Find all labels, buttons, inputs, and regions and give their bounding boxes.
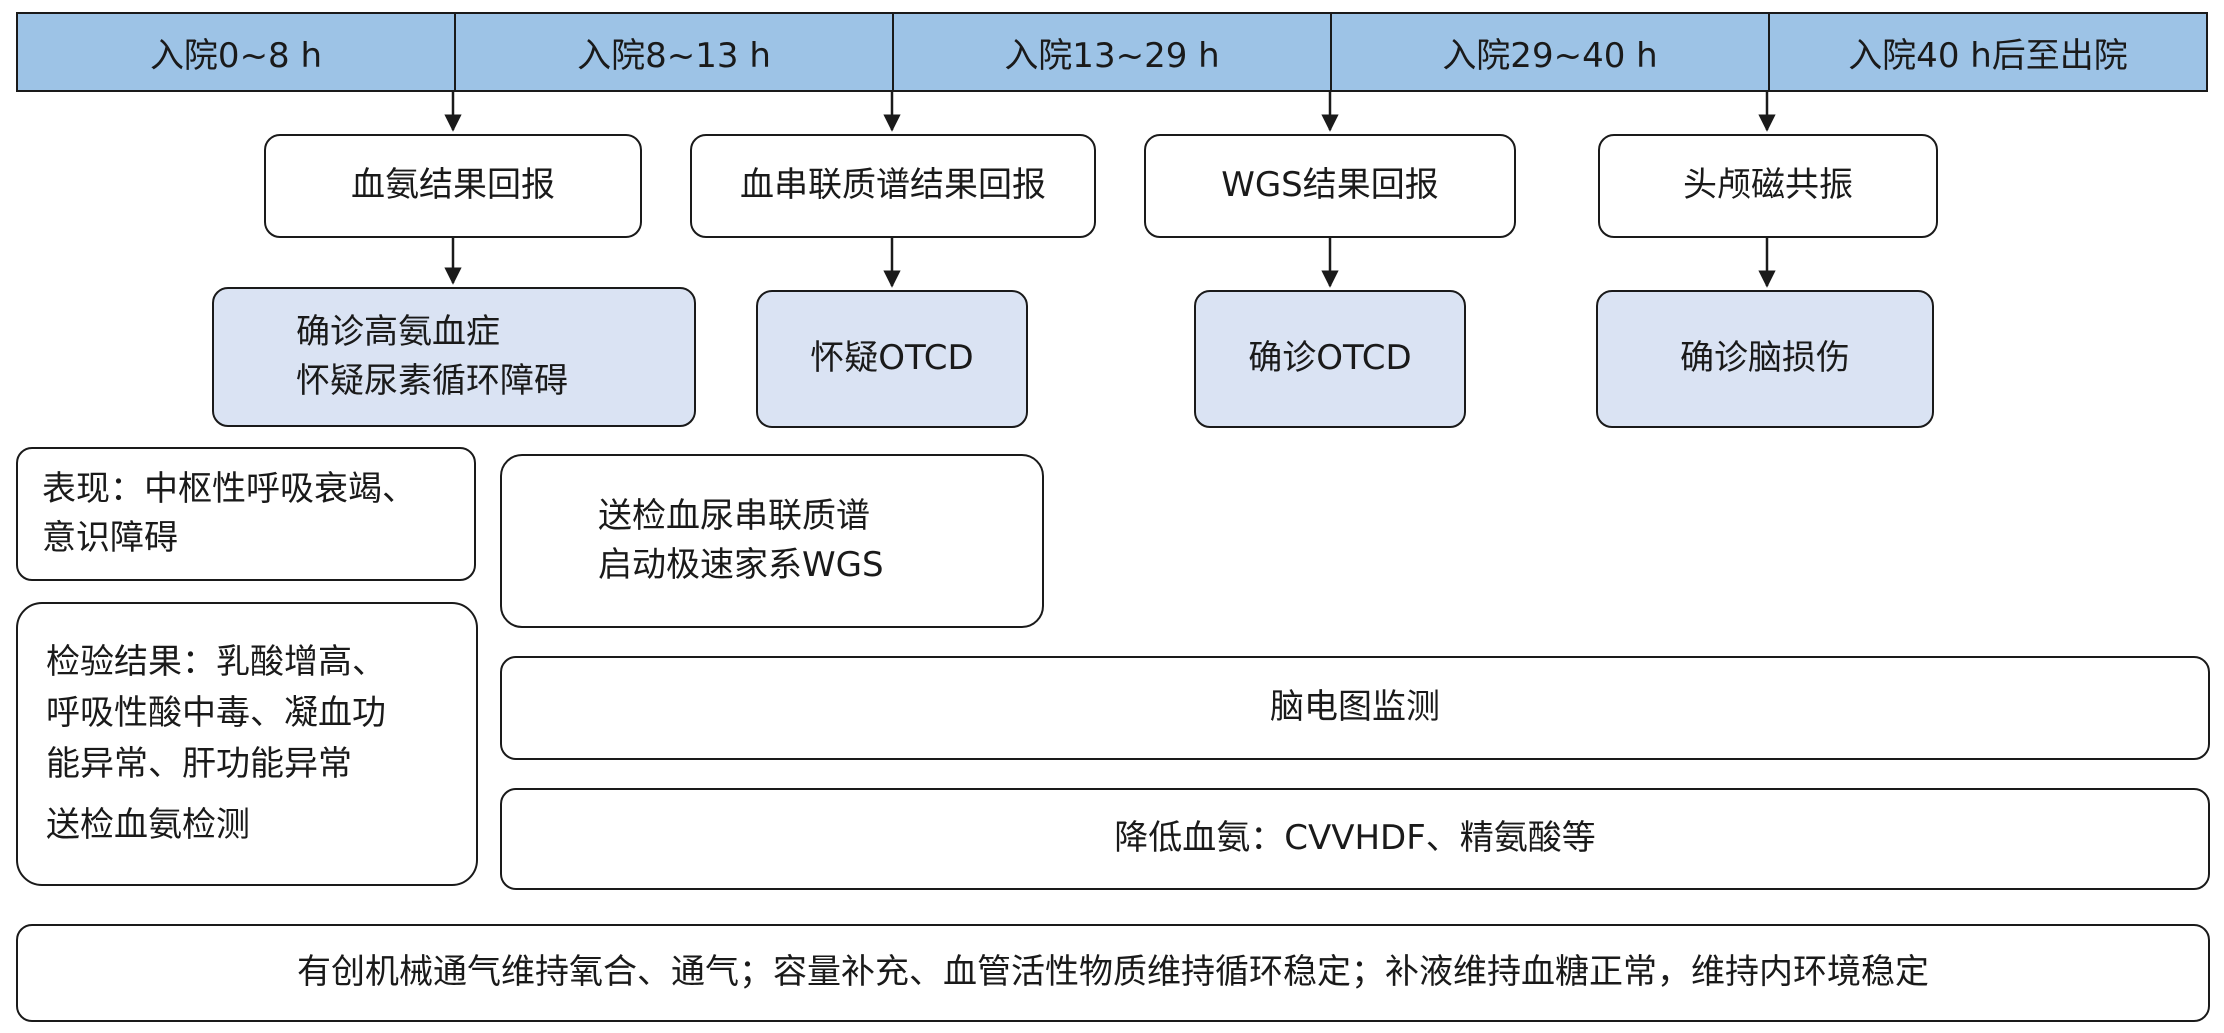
- result-label-tandem-ms: 血串联质谱结果回报: [740, 165, 1046, 206]
- diagnosis-box-brain-injury: 确诊脑损伤: [1596, 290, 1934, 428]
- result-box-head-mri: 头颅磁共振: [1598, 134, 1938, 238]
- result-label-blood-ammonia: 血氨结果回报: [351, 165, 555, 206]
- timeline-header: 入院0~8 h 入院8~13 h 入院13~29 h 入院29~40 h 入院4…: [16, 12, 2208, 92]
- diagnosis-line-hyperammonemia: 确诊高氨血症: [296, 311, 500, 352]
- timeline-cell-29-40h: 入院29~40 h: [1332, 14, 1770, 90]
- tests-sent-box: 送检血尿串联质谱 启动极速家系WGS: [500, 454, 1044, 628]
- result-label-head-mri: 头颅磁共振: [1683, 165, 1853, 206]
- eeg-monitoring-label: 脑电图监测: [1270, 687, 1440, 728]
- timeline-cell-13-29h: 入院13~29 h: [894, 14, 1332, 90]
- lab-line-1: 检验结果：乳酸增高、: [46, 642, 386, 682]
- diagnosis-label-brain-injury: 确诊脑损伤: [1680, 338, 1850, 379]
- lab-line-3: 能异常、肝功能异常: [46, 744, 352, 784]
- diagnosis-box-hyperammonemia: 确诊高氨血症 怀疑尿素循环障碍: [212, 287, 696, 427]
- presentation-box: 表现：中枢性呼吸衰竭、 意识障碍: [16, 447, 476, 581]
- timeline-cell-8-13h: 入院8~13 h: [456, 14, 894, 90]
- diagnosis-label-suspected-otcd: 怀疑OTCD: [810, 338, 974, 379]
- lab-line-4: 送检血氨检测: [46, 805, 250, 845]
- tests-line-wgs: 启动极速家系WGS: [598, 545, 884, 585]
- result-box-blood-ammonia: 血氨结果回报: [264, 134, 642, 238]
- result-box-tandem-ms: 血串联质谱结果回报: [690, 134, 1096, 238]
- diagnosis-line-urea-cycle: 怀疑尿素循环障碍: [296, 361, 568, 401]
- presentation-line-2: 意识障碍: [42, 518, 178, 558]
- ammonia-reduction-box: 降低血氨：CVVHDF、精氨酸等: [500, 788, 2210, 890]
- lab-line-2: 呼吸性酸中毒、凝血功: [46, 693, 386, 733]
- ammonia-reduction-label: 降低血氨：CVVHDF、精氨酸等: [1114, 818, 1596, 859]
- supportive-care-label: 有创机械通气维持氧合、通气；容量补充、血管活性物质维持循环稳定；补液维持血糖正常…: [297, 952, 1929, 993]
- result-label-wgs: WGS结果回报: [1221, 165, 1439, 206]
- tests-line-tandem-ms: 送检血尿串联质谱: [598, 495, 870, 536]
- timeline-cell-40h-discharge: 入院40 h后至出院: [1848, 35, 2128, 76]
- timeline-cell-0-8h: 入院0~8 h: [18, 14, 456, 90]
- diagnosis-box-confirmed-otcd: 确诊OTCD: [1194, 290, 1466, 428]
- eeg-monitoring-box: 脑电图监测: [500, 656, 2210, 760]
- diagnosis-label-confirmed-otcd: 确诊OTCD: [1248, 338, 1412, 379]
- diagnosis-box-suspected-otcd: 怀疑OTCD: [756, 290, 1028, 428]
- presentation-line-1: 表现：中枢性呼吸衰竭、: [42, 468, 416, 509]
- result-box-wgs: WGS结果回报: [1144, 134, 1516, 238]
- lab-results-box: 检验结果：乳酸增高、 呼吸性酸中毒、凝血功 能异常、肝功能异常 送检血氨检测: [16, 602, 478, 886]
- supportive-care-box: 有创机械通气维持氧合、通气；容量补充、血管活性物质维持循环稳定；补液维持血糖正常…: [16, 924, 2210, 1022]
